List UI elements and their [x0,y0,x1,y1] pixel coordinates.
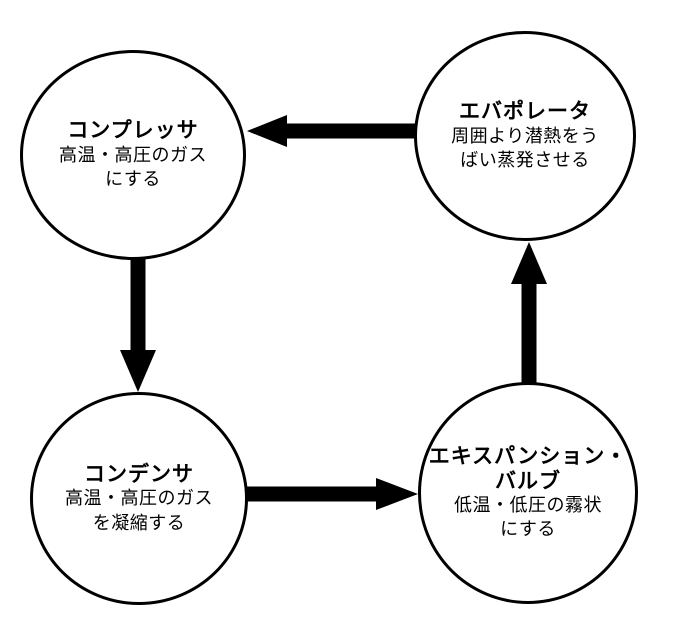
compressor-node: コンプレッサ 高温・高圧のガス にする [20,50,246,260]
arrow-compressor-to-condenser [120,258,156,392]
evaporator-title: エバポレータ [459,99,591,124]
expansion-valve-node: エキスパンション・ バルブ 低温・低圧の霧状 にする [418,382,638,604]
expansion-valve-title-line1: エキスパンション・ [428,444,628,469]
condenser-desc-line1: 高温・高圧のガス [65,488,213,510]
expansion-valve-desc-line1: 低温・低圧の霧状 [454,494,602,516]
arrow-expansion-to-evaporator [511,242,547,384]
arrow-condenser-to-expansion [246,478,418,510]
evaporator-desc-line1: 周囲より潜熱をう [451,125,599,147]
condenser-title: コンデンサ [84,461,194,486]
evaporator-node: エバポレータ 周囲より潜熱をう ばい蒸発させる [414,31,636,241]
expansion-valve-title-line2: バルブ [495,468,561,493]
compressor-title: コンプレッサ [67,118,199,143]
condenser-node: コンデンサ 高温・高圧のガス を凝縮する [30,392,248,605]
arrow-evaporator-to-compressor [247,115,416,147]
evaporator-desc-line2: ばい蒸発させる [460,150,590,172]
compressor-desc-line2: にする [105,169,161,191]
compressor-desc-line1: 高温・高圧のガス [59,144,207,166]
expansion-valve-desc-line2: にする [500,519,556,541]
condenser-desc-line2: を凝縮する [92,512,186,534]
